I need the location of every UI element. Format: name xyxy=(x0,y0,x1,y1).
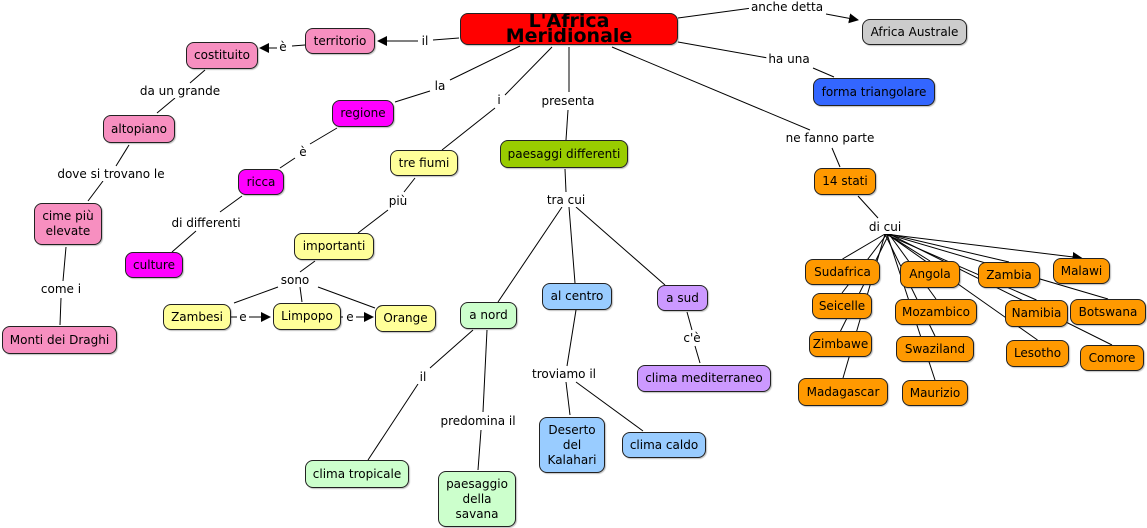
link-il-clima: il xyxy=(417,370,429,384)
node-forma-triangolare[interactable]: forma triangolare xyxy=(813,78,935,106)
link-tra-cui: tra cui xyxy=(544,193,588,207)
link-anche-detta: anche detta xyxy=(748,0,826,14)
node-africa-australe[interactable]: Africa Australe xyxy=(862,19,967,45)
node-zambesi[interactable]: Zambesi xyxy=(163,304,231,330)
link-il-territorio: il xyxy=(419,34,431,48)
link-di-cui: di cui xyxy=(866,220,904,234)
node-regione[interactable]: regione xyxy=(332,100,394,127)
link-come-i: come i xyxy=(38,282,84,296)
node-country-mozambico[interactable]: Mozambico xyxy=(895,299,977,325)
node-territorio[interactable]: territorio xyxy=(305,28,375,54)
link-sono: sono xyxy=(278,273,312,287)
node-paesaggi-differenti[interactable]: paesaggi differenti xyxy=(500,140,628,168)
node-cime-piu-elevate[interactable]: cime più elevate xyxy=(34,203,102,245)
edge-di-cui-sudafrica xyxy=(842,233,886,260)
node-altopiano[interactable]: altopiano xyxy=(103,115,175,143)
link-ha-una: ha una xyxy=(766,52,812,66)
link-troviamo-il: troviamo il xyxy=(529,367,599,381)
node-country-sudafrica[interactable]: Sudafrica xyxy=(805,259,880,285)
node-a-nord[interactable]: a nord xyxy=(460,302,517,329)
node-importanti[interactable]: importanti xyxy=(294,233,374,260)
link-presenta: presenta xyxy=(539,94,597,108)
node-country-madagascar[interactable]: Madagascar xyxy=(798,378,888,406)
edge-di-cui-zambia xyxy=(888,233,1010,263)
node-al-centro[interactable]: al centro xyxy=(542,283,612,310)
node-14-stati[interactable]: 14 stati xyxy=(814,168,876,195)
node-orange[interactable]: Orange xyxy=(375,305,436,332)
node-country-maurizio[interactable]: Maurizio xyxy=(902,380,968,406)
link-piu: più xyxy=(386,194,410,208)
node-ricca[interactable]: ricca xyxy=(238,169,284,195)
link-i: i xyxy=(495,93,503,107)
link-e-limpopo-orange: e xyxy=(344,310,356,324)
node-a-sud[interactable]: a sud xyxy=(657,285,708,311)
node-country-botswana[interactable]: Botswana xyxy=(1070,299,1146,325)
node-country-seicelle[interactable]: Seicelle xyxy=(812,293,872,319)
node-country-zambia[interactable]: Zambia xyxy=(978,262,1040,288)
node-tre-fiumi[interactable]: tre fiumi xyxy=(390,150,458,176)
node-clima-caldo[interactable]: clima caldo xyxy=(622,432,706,458)
link-e-ricca: è xyxy=(297,145,309,159)
link-dove-si-trovano-le: dove si trovano le xyxy=(55,167,167,181)
link-predomina-il: predomina il xyxy=(438,414,518,428)
node-clima-tropicale[interactable]: clima tropicale xyxy=(305,460,409,488)
node-paesaggio-della-savana[interactable]: paesaggio della savana xyxy=(438,471,516,527)
node-country-malawi[interactable]: Malawi xyxy=(1053,258,1110,284)
main-concept-africa-meridionale[interactable]: L'Africa Meridionale xyxy=(460,12,678,46)
edge-di-cui-malawi xyxy=(884,233,1083,262)
node-country-comore[interactable]: Comore xyxy=(1080,345,1144,371)
node-country-zimbawe[interactable]: Zimbawe xyxy=(809,331,872,357)
node-costituito[interactable]: costituito xyxy=(186,42,258,69)
node-country-swaziland[interactable]: Swaziland xyxy=(896,336,974,362)
node-country-namibia[interactable]: Namibia xyxy=(1005,300,1068,327)
link-e-zambesi-limpopo: e xyxy=(237,310,249,324)
link-e-costituito: è xyxy=(277,40,289,54)
edge-di-cui-comore xyxy=(888,233,1113,346)
link-ne-fanno-parte: ne fanno parte xyxy=(783,131,877,145)
node-deserto-del-kalahari[interactable]: Deserto del Kalahari xyxy=(539,417,605,473)
link-da-un-grande: da un grande xyxy=(137,84,223,98)
node-culture[interactable]: culture xyxy=(125,252,183,278)
node-limpopo[interactable]: Limpopo xyxy=(273,303,341,330)
link-c-e: c'è xyxy=(681,331,703,345)
node-clima-mediterraneo[interactable]: clima mediterraneo xyxy=(637,365,771,392)
link-la: la xyxy=(432,79,448,93)
link-di-differenti: di differenti xyxy=(169,216,243,230)
node-monti-dei-draghi[interactable]: Monti dei Draghi xyxy=(2,326,117,354)
node-country-lesotho[interactable]: Lesotho xyxy=(1006,340,1069,367)
node-country-angola[interactable]: Angola xyxy=(900,261,960,288)
